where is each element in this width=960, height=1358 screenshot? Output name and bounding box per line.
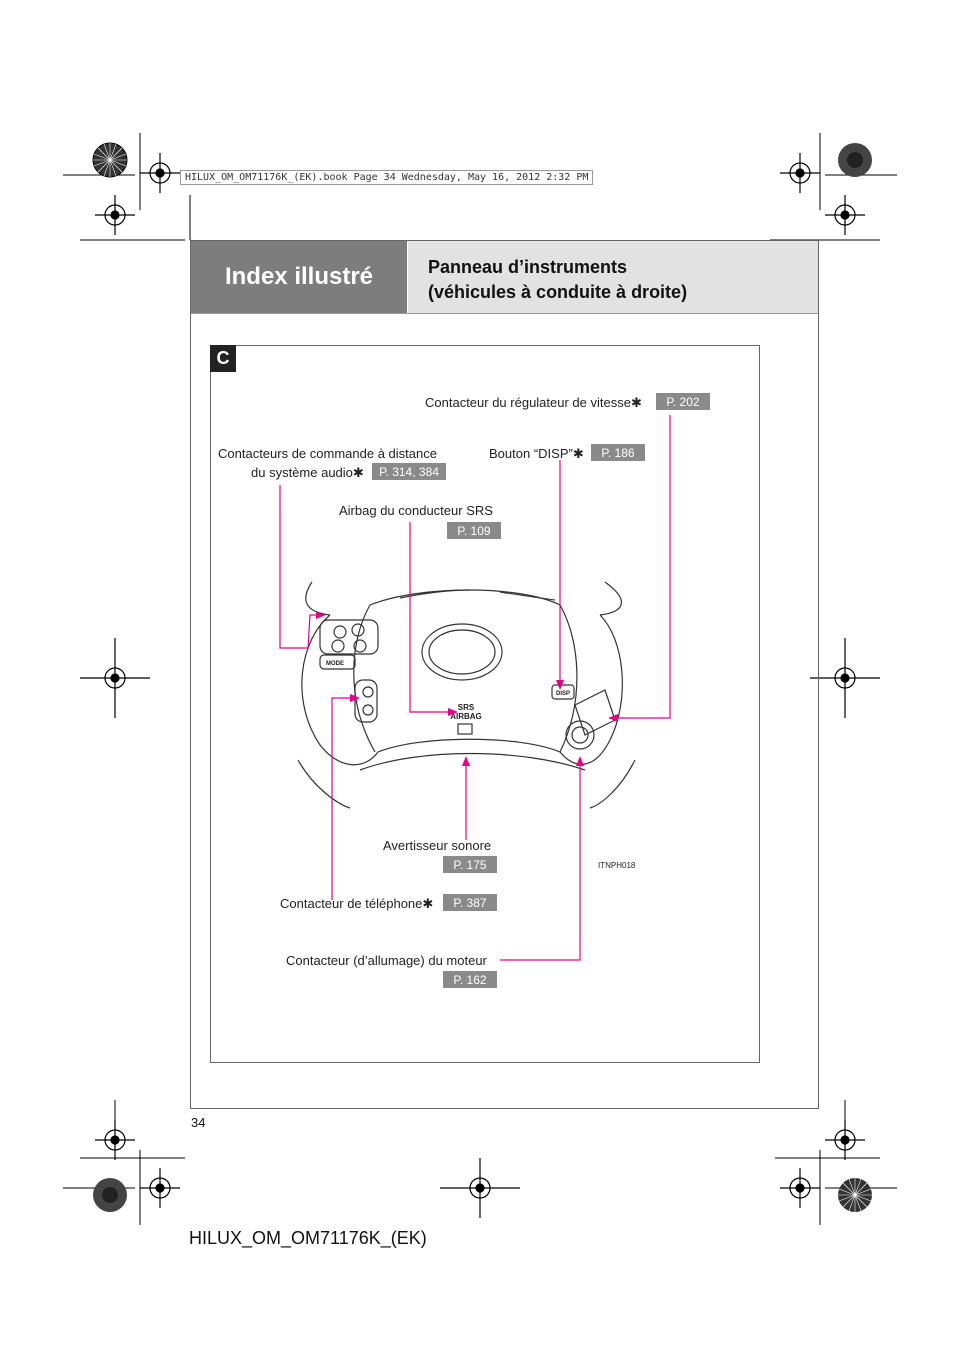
callout-audio-label-line1: Contacteurs de commande à distance (218, 446, 437, 461)
cruise-label-text: Contacteur du régulateur de vitesse (425, 395, 631, 410)
illustration-code: ITNPH018 (598, 861, 636, 870)
print-info-line: HILUX_OM_OM71176K_(EK).book Page 34 Wedn… (180, 170, 594, 185)
phone-label-text: Contacteur de téléphone (280, 896, 423, 911)
mode-text: MODE (326, 661, 344, 667)
asterisk-icon: ✱ (630, 395, 642, 410)
srs-text: SRS (458, 703, 475, 712)
callout-horn-page[interactable]: P. 175 (443, 856, 497, 873)
panel-title-line1: Panneau d’instruments (428, 257, 628, 277)
airbag-text: AIRBAG (450, 712, 482, 721)
section-title: Index illustré (191, 241, 407, 313)
audio-label-text: du système audio (251, 465, 353, 480)
panel-title-line2: (véhicules à conduite à droite) (428, 282, 688, 302)
callout-phone-label: Contacteur de téléphone✱ (280, 896, 433, 912)
callout-disp-label: Bouton “DISP”✱ (489, 446, 584, 462)
callout-cruise-label: Contacteur du régulateur de vitesse✱ (425, 395, 642, 411)
panel-title: Panneau d’instruments (véhicules à condu… (408, 241, 818, 313)
callout-cruise-page[interactable]: P. 202 (656, 393, 710, 410)
asterisk-icon: ✱ (422, 896, 434, 911)
callout-disp-page[interactable]: P. 186 (591, 444, 645, 461)
disp-text: DISP (556, 691, 570, 697)
disp-label-text: Bouton “DISP” (489, 446, 573, 461)
asterisk-icon: ✱ (572, 446, 584, 461)
section-badge: C (210, 345, 236, 372)
footer-doc-code: HILUX_OM_OM71176K_(EK) (189, 1228, 427, 1248)
callout-airbag-label: Airbag du conducteur SRS (339, 503, 493, 518)
callout-phone-page[interactable]: P. 387 (443, 894, 497, 911)
illustration-box (210, 345, 760, 1063)
callout-airbag-page[interactable]: P. 109 (447, 522, 501, 539)
callout-ignition-page[interactable]: P. 162 (443, 971, 497, 988)
callout-ignition-label: Contacteur (d’allumage) du moteur (286, 953, 487, 968)
header-divider (191, 313, 818, 314)
callout-horn-label: Avertisseur sonore (383, 838, 492, 853)
callout-audio-page[interactable]: P. 314, 384 (372, 463, 446, 480)
callout-audio-label-line2: du système audio✱ (251, 465, 364, 481)
page-number: 34 (191, 1115, 206, 1130)
asterisk-icon: ✱ (352, 465, 364, 480)
page-frame (190, 240, 819, 1109)
